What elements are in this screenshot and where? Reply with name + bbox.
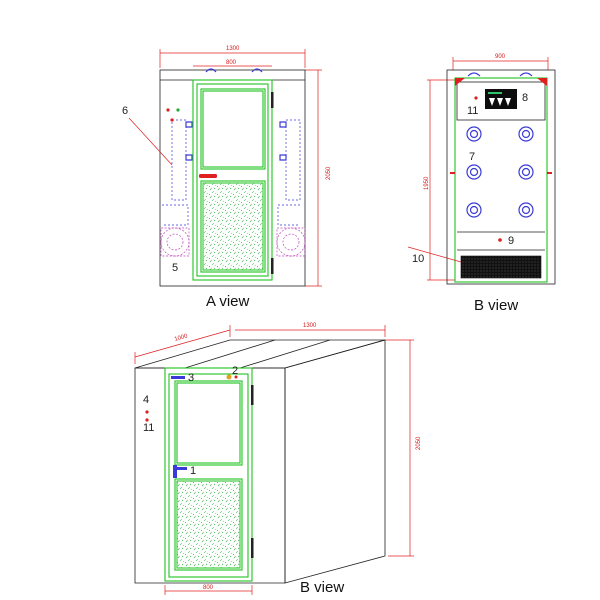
a-label-6: 6 — [122, 105, 128, 117]
a-left-duct — [171, 119, 187, 201]
a-width-dim: 1300 — [226, 46, 240, 52]
b-label-8: 8 — [522, 92, 528, 104]
b-label-10: 10 — [412, 253, 424, 265]
b-inner-frame — [454, 77, 548, 283]
iso-door-dim: 800 — [203, 585, 214, 591]
a-left-fan — [160, 227, 190, 257]
a-view: 1300 800 2050 — [122, 46, 332, 310]
iso-door-lower-panel — [176, 480, 241, 569]
iso-door-frame — [164, 367, 253, 582]
b-label-11: 11 — [467, 105, 478, 117]
iso-label-2: 2 — [232, 365, 238, 377]
b-cabinet-body — [446, 69, 556, 285]
b-return-grill — [460, 255, 542, 279]
iso-depth-dim-line — [134, 329, 231, 358]
b-width-dim: 900 — [495, 54, 506, 60]
iso-door-window — [176, 382, 241, 464]
b-view-front: 900 1950 8 11 7 9 — [407, 54, 556, 314]
iso-height-dim: 2050 — [416, 436, 422, 450]
iso-label-3: 3 — [188, 372, 194, 384]
b-view-iso: 1000 1300 2050 800 1 — [134, 323, 422, 596]
iso-door-handle — [173, 465, 177, 478]
iso-label-1: 1 — [190, 465, 196, 477]
a-top-nozzles — [205, 68, 263, 73]
a-height-dim: 2050 — [326, 166, 332, 180]
a-door-lower-panel — [202, 182, 264, 271]
b-height-dim: 1950 — [424, 176, 430, 190]
iso-label-4: 4 — [143, 394, 149, 406]
a-door-frame — [192, 79, 273, 281]
iso-top-face — [134, 339, 386, 369]
b-label-7: 7 — [469, 151, 475, 163]
iso-depth-dim: 1000 — [174, 333, 189, 343]
a-view-caption: A view — [206, 293, 250, 310]
a-label-5: 5 — [172, 262, 178, 274]
a-indicator-light — [166, 108, 170, 112]
b-label-9: 9 — [508, 235, 514, 247]
a-right-fan — [276, 227, 306, 257]
b-nozzles — [466, 126, 534, 218]
a-cabinet-body — [159, 69, 306, 287]
a-door-handle — [199, 174, 217, 178]
b-sensor — [498, 238, 502, 242]
iso-alarm-light — [226, 374, 232, 380]
iso-control-panel — [171, 376, 185, 379]
b-view-caption-top: B view — [474, 297, 518, 314]
a-door-dim: 800 — [226, 60, 237, 66]
iso-side-face — [284, 339, 386, 584]
a-door-window — [202, 90, 264, 168]
iso-label-11: 11 — [143, 422, 154, 434]
b-view-caption-iso: B view — [300, 579, 344, 596]
a-right-duct — [285, 119, 301, 201]
iso-length-dim: 1300 — [303, 323, 317, 329]
